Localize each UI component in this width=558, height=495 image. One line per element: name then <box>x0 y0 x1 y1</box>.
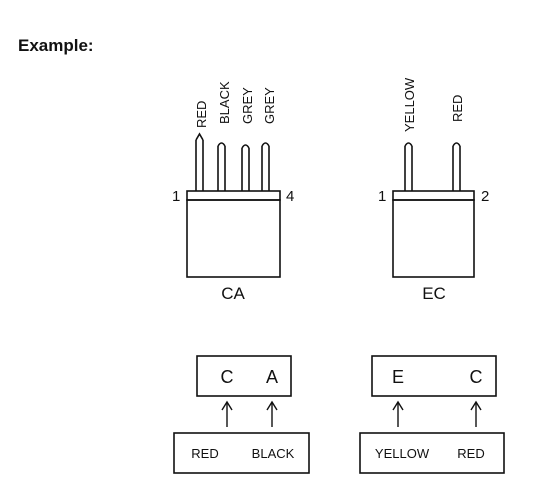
mapping-2-arrow-2 <box>470 400 482 427</box>
connector-ca-pin-first: 1 <box>172 188 180 205</box>
mapping-1-arrow-2 <box>266 400 278 427</box>
connector-ca-name: CA <box>221 284 245 303</box>
mapping-1-colors-box <box>173 432 310 474</box>
mapping-1-arrow-1 <box>221 400 233 427</box>
mapping-1-color-1: RED <box>191 446 218 461</box>
mapping-2-letter-2: C <box>470 367 483 387</box>
mapping-2-arrow-1 <box>392 400 404 427</box>
connector-ec-wire-1 <box>404 142 413 191</box>
mapping-1-arrows <box>221 400 278 427</box>
connector-ca-wire-3 <box>241 144 250 191</box>
mapping-2-letter-1: E <box>392 367 404 387</box>
mapping-1-letters-box <box>196 355 292 397</box>
connector-ec-name: EC <box>422 284 446 303</box>
mapping-2-colors-box <box>359 432 505 474</box>
mapping-2-letters-box <box>371 355 497 397</box>
mapping-1-color-2: BLACK <box>252 446 295 461</box>
connector-ec <box>392 142 475 278</box>
connector-ec-wire-label-1: YELLOW <box>402 77 417 132</box>
connector-ec-body <box>392 199 475 278</box>
connector-ec-pin-last: 2 <box>481 188 489 205</box>
mapping-1-letter-1: C <box>221 367 234 387</box>
connector-ec-wire-2 <box>452 142 461 191</box>
mapping-2-color-1: YELLOW <box>375 446 430 461</box>
connector-ca-wire-label-1: RED <box>194 101 209 128</box>
connector-ca-wire-label-2: BLACK <box>217 81 232 124</box>
example-heading: Example: <box>18 36 94 55</box>
connector-ca-body <box>186 199 281 278</box>
connector-ca-wire-1 <box>195 132 204 191</box>
connector-ca-wire-label-4: GREY <box>262 87 277 124</box>
mapping-2-arrows <box>392 400 482 427</box>
connector-ca-top-band <box>186 190 281 201</box>
connector-ca-pin-last: 4 <box>286 188 294 205</box>
connector-ec-wire-label-2: RED <box>450 95 465 122</box>
connector-ca <box>186 132 281 278</box>
mapping-2-color-2: RED <box>457 446 484 461</box>
connector-ec-pin-first: 1 <box>378 188 386 205</box>
connector-ca-wire-4 <box>261 142 270 191</box>
connector-ec-top-band <box>392 190 475 201</box>
connector-ca-wire-label-3: GREY <box>240 87 255 124</box>
mapping-1-letter-2: A <box>266 367 278 387</box>
connector-ca-wire-2 <box>217 142 226 191</box>
